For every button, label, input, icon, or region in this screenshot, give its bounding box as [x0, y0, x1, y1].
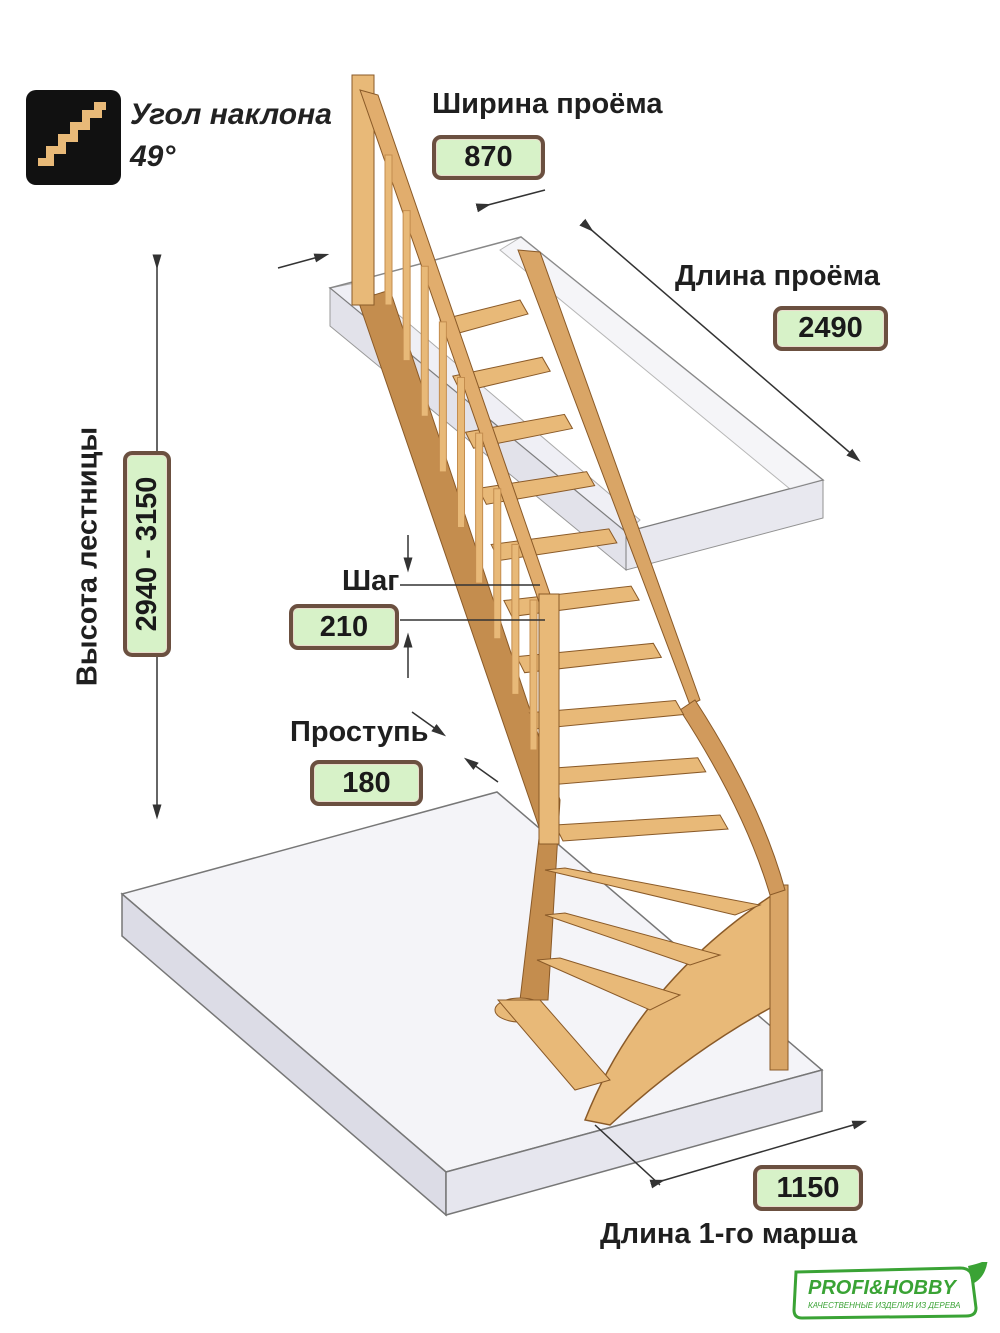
opening-length-value: 2490: [773, 306, 888, 351]
baluster: [529, 599, 538, 751]
angle-value: 49°: [130, 140, 176, 173]
baluster: [457, 377, 465, 528]
stairs-icon: [26, 90, 121, 185]
first-flight-label: Длина 1-го марша: [600, 1218, 858, 1250]
opening-width-value: 870: [432, 135, 545, 180]
stair-height-label: Высота лестницы: [71, 426, 104, 687]
baluster: [420, 265, 429, 417]
tread: [490, 528, 618, 561]
tread-value: 180: [310, 760, 423, 806]
opening-width-label: Ширина проёма: [432, 88, 663, 120]
brand-name: PROFI&HOBBY: [808, 1277, 956, 1299]
step-label: Шаг: [342, 565, 400, 597]
baluster: [384, 154, 393, 306]
angle-title: Угол наклона: [130, 98, 332, 131]
first-flight-value: 1150: [753, 1165, 863, 1211]
stairs: [357, 249, 789, 1126]
brand-tagline: КАЧЕСТВЕННЫЕ ИЗДЕЛИЯ ИЗ ДЕРЕВА: [808, 1301, 961, 1310]
tread: [515, 642, 663, 674]
tread-label: Проступь: [290, 716, 429, 748]
stair-height-value: 2940 - 3150: [123, 451, 171, 657]
baluster: [493, 488, 502, 640]
winder-treads: [494, 867, 762, 1091]
brand-logo: [790, 1258, 990, 1322]
tread: [503, 585, 640, 618]
step-value: 210: [289, 604, 399, 650]
baluster: [438, 321, 447, 473]
baluster: [475, 432, 484, 584]
opening-length-label: Длина проёма: [675, 260, 880, 292]
tread: [554, 814, 729, 842]
tread: [541, 757, 707, 786]
baluster: [402, 210, 411, 362]
